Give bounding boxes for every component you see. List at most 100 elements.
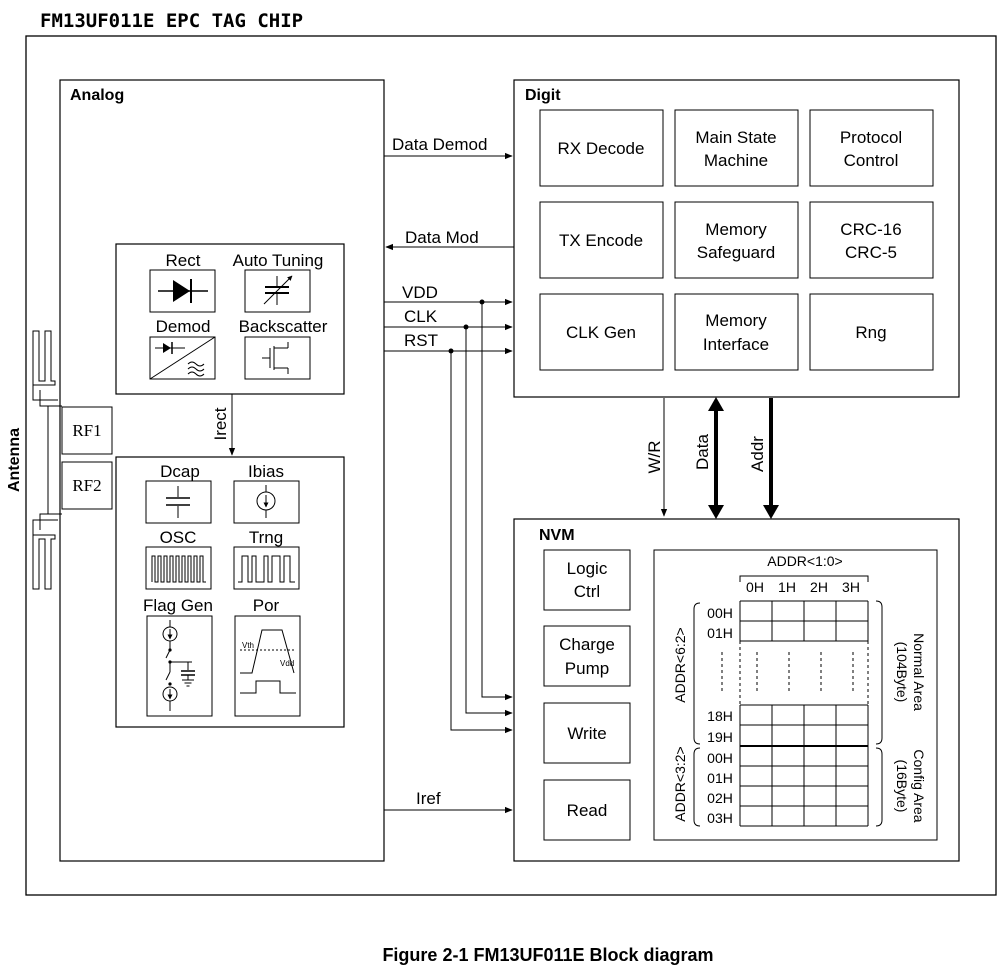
crc5-label: CRC-5 bbox=[845, 243, 897, 262]
analog-label: Analog bbox=[70, 87, 124, 104]
machine-label: Machine bbox=[704, 151, 768, 170]
diode-icon bbox=[149, 269, 216, 313]
dcap-label: Dcap bbox=[160, 462, 200, 481]
flag-generator-icon bbox=[146, 615, 213, 717]
crc-box bbox=[809, 201, 934, 279]
demodulator-icon bbox=[149, 336, 216, 380]
rx-decode-box bbox=[539, 109, 664, 187]
vdd-small-label: Vdd bbox=[280, 659, 294, 668]
interface-label: Interface bbox=[703, 335, 769, 354]
main-state-label: Main State bbox=[695, 128, 776, 147]
row-label: 03H bbox=[707, 810, 733, 826]
protocol-control-box bbox=[809, 109, 934, 187]
rng-label: Rng bbox=[855, 323, 886, 342]
row-label: 19H bbox=[707, 729, 733, 745]
vth-label: Vth bbox=[242, 641, 254, 650]
rst-label: RST bbox=[404, 331, 438, 350]
transistor-icon bbox=[244, 336, 311, 380]
memory-map bbox=[653, 549, 938, 841]
por-label: Por bbox=[253, 596, 280, 615]
col-2h: 2H bbox=[810, 579, 828, 595]
nvm-block: NVM Logic Ctrl Charge Pump Write Read AD… bbox=[513, 518, 960, 862]
chip-title: FM13UF011E EPC TAG CHIP bbox=[40, 10, 303, 32]
wr-label: W/R bbox=[645, 440, 664, 473]
rf2-pad bbox=[61, 461, 113, 510]
row-label: 00H bbox=[707, 750, 733, 766]
write-label: Write bbox=[567, 724, 606, 743]
digit-block: Digit RX Decode Main State Machine Proto… bbox=[513, 79, 960, 398]
control-label: Control bbox=[844, 151, 899, 170]
rf1-pad bbox=[61, 406, 113, 455]
capacitor-icon bbox=[145, 480, 212, 524]
iref-label: Iref bbox=[416, 789, 441, 808]
memory-grid bbox=[721, 600, 869, 827]
demod-label: Demod bbox=[156, 317, 211, 336]
memory-safeguard-box bbox=[674, 201, 799, 279]
col-0h: 0H bbox=[746, 579, 764, 595]
main-state-machine-box bbox=[674, 109, 799, 187]
data-bus-label: Data bbox=[693, 434, 712, 470]
clk-gen-label: CLK Gen bbox=[566, 323, 636, 342]
rx-decode-label: RX Decode bbox=[558, 139, 645, 158]
row-label: 01H bbox=[707, 625, 733, 641]
figure-caption: Figure 2-1 FM13UF011E Block diagram bbox=[382, 945, 713, 965]
rect-label: Rect bbox=[166, 251, 201, 270]
row-label: 02H bbox=[707, 790, 733, 806]
rf-frontend-box bbox=[115, 243, 345, 395]
chip-boundary bbox=[25, 35, 997, 896]
signal-lines: Data Demod Data Mod VDD CLK RST Iref bbox=[384, 135, 514, 814]
oscillator-icon bbox=[145, 546, 212, 590]
safeguard-label: Safeguard bbox=[697, 243, 775, 262]
row-label: 01H bbox=[707, 770, 733, 786]
antenna-label: Antenna bbox=[6, 428, 23, 492]
variable-capacitor-icon bbox=[244, 269, 311, 313]
pump-label: Pump bbox=[565, 659, 609, 678]
analog-block: Analog Rect Auto Tuning Demod Backscatte… bbox=[59, 79, 385, 862]
addr-normal-label: ADDR<6:2> bbox=[672, 627, 688, 702]
col-1h: 1H bbox=[778, 579, 796, 595]
normal-area-label: Normal Area bbox=[911, 633, 927, 711]
addr-config-label: ADDR<3:2> bbox=[672, 746, 688, 821]
col-3h: 3H bbox=[842, 579, 860, 595]
tx-encode-label: TX Encode bbox=[559, 231, 643, 250]
charge-label: Charge bbox=[559, 635, 615, 654]
ibias-label: Ibias bbox=[248, 462, 284, 481]
rng-box bbox=[809, 293, 934, 371]
rf1-label: RF1 bbox=[72, 421, 101, 440]
row-label: 18H bbox=[707, 708, 733, 724]
memory-if-label: Memory bbox=[705, 311, 767, 330]
trng-label: Trng bbox=[249, 528, 283, 547]
irect-label: Irect bbox=[211, 407, 230, 440]
config-area-size: (16Byte) bbox=[894, 760, 910, 813]
read-label: Read bbox=[567, 801, 608, 820]
current-source-icon bbox=[233, 480, 300, 524]
crc16-label: CRC-16 bbox=[840, 220, 901, 239]
addr-col-label: ADDR<1:0> bbox=[767, 553, 842, 569]
tx-encode-box bbox=[539, 201, 664, 279]
memory-bus: W/R Data Addr bbox=[645, 397, 779, 519]
auto-tuning-label: Auto Tuning bbox=[233, 251, 324, 270]
read-box bbox=[543, 779, 631, 841]
memory-interface-box bbox=[674, 293, 799, 371]
random-generator-icon bbox=[233, 546, 300, 590]
ctrl-label: Ctrl bbox=[574, 582, 600, 601]
clk-gen-box bbox=[539, 293, 664, 371]
logic-ctrl-box bbox=[543, 549, 631, 611]
osc-label: OSC bbox=[160, 528, 197, 547]
addr-bus-label: Addr bbox=[748, 436, 767, 472]
normal-area-size: (104Byte) bbox=[894, 642, 910, 703]
rf2-label: RF2 bbox=[72, 476, 101, 495]
power-on-reset-icon: Vth Vdd bbox=[234, 615, 301, 717]
data-demod-label: Data Demod bbox=[392, 135, 487, 154]
nvm-label: NVM bbox=[539, 527, 575, 544]
config-area-label: Config Area bbox=[911, 749, 927, 822]
flag-gen-label: Flag Gen bbox=[143, 596, 213, 615]
data-mod-label: Data Mod bbox=[405, 228, 479, 247]
vdd-label: VDD bbox=[402, 283, 438, 302]
digit-label: Digit bbox=[525, 87, 561, 104]
antenna: Antenna bbox=[6, 330, 62, 590]
clk-label: CLK bbox=[404, 307, 438, 326]
write-box bbox=[543, 702, 631, 764]
charge-pump-box bbox=[543, 625, 631, 687]
